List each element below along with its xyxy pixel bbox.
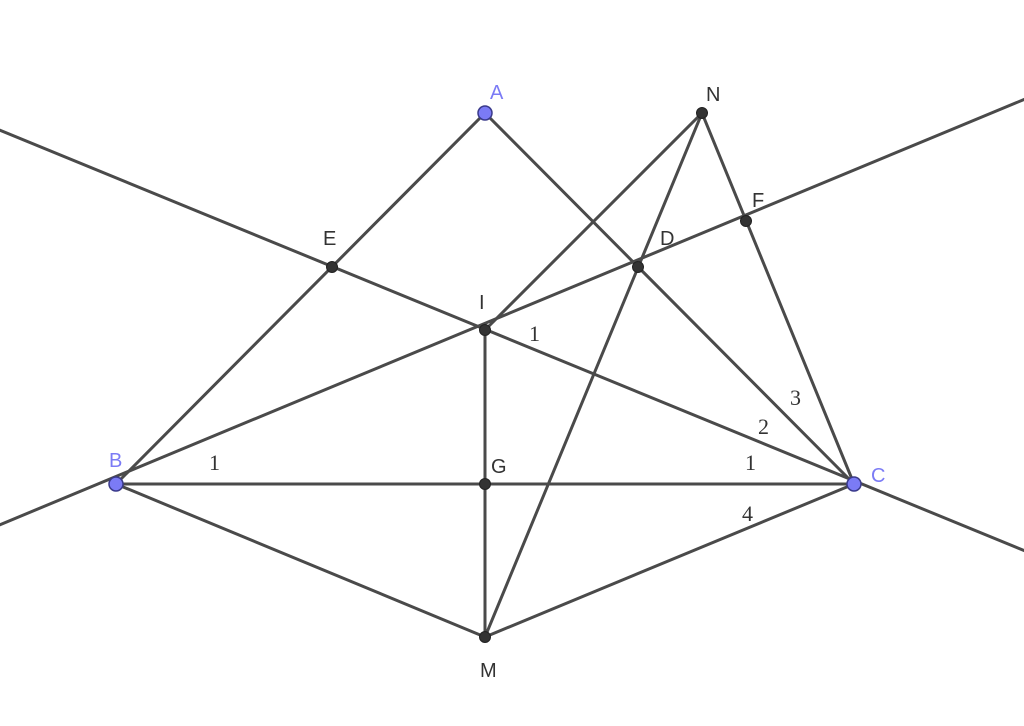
angle-label-c1: 1	[745, 450, 756, 475]
label-n: N	[706, 84, 720, 106]
point-d[interactable]	[632, 261, 644, 273]
point-g[interactable]	[479, 478, 491, 490]
label-f: F	[752, 190, 764, 212]
point-n[interactable]	[696, 107, 708, 119]
label-e: E	[323, 228, 336, 250]
segment-a-c[interactable]	[483, 111, 856, 486]
segment-a-b[interactable]	[114, 111, 487, 486]
label-d: D	[660, 228, 674, 250]
line-b-f[interactable]	[0, 97, 1024, 533]
angle-label-c4: 4	[742, 501, 753, 526]
segment-c-m[interactable]	[483, 482, 856, 639]
line-c-e[interactable]	[0, 122, 1024, 553]
point-e[interactable]	[326, 261, 338, 273]
point-labels: A B C D E F G I M N	[109, 82, 885, 682]
segment-b-m[interactable]	[114, 482, 487, 639]
point-f[interactable]	[740, 215, 752, 227]
construction-lines	[0, 97, 1024, 639]
points	[108, 105, 862, 643]
label-a: A	[490, 82, 504, 104]
point-c[interactable]	[846, 476, 862, 492]
point-b[interactable]	[108, 476, 124, 492]
segment-i-n[interactable]	[483, 111, 704, 332]
label-i: I	[479, 292, 485, 314]
angle-label-b1: 1	[209, 450, 220, 475]
point-a[interactable]	[477, 105, 493, 121]
point-m[interactable]	[479, 631, 491, 643]
angle-labels: 1 1 1 2 3 4	[209, 321, 801, 526]
label-c: C	[871, 465, 885, 487]
segment-n-c[interactable]	[700, 111, 856, 486]
label-b: B	[109, 450, 122, 472]
angle-label-i1: 1	[529, 321, 540, 346]
point-i[interactable]	[479, 324, 491, 336]
angle-label-c3: 3	[790, 385, 801, 410]
label-g: G	[491, 456, 507, 478]
angle-label-c2: 2	[758, 414, 769, 439]
label-m: M	[480, 660, 497, 682]
